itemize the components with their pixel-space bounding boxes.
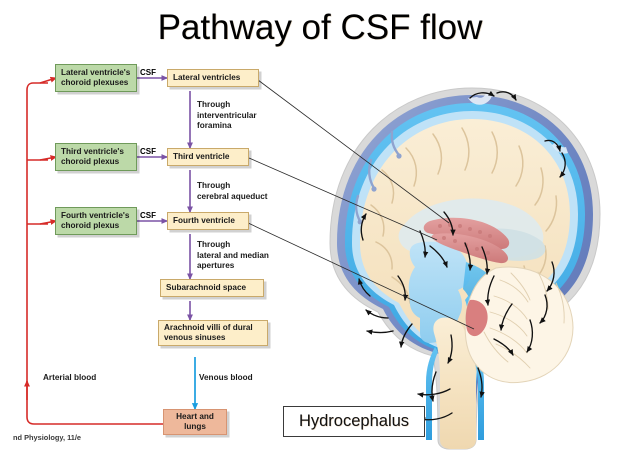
flow-box-label: Fourth ventricle [173, 215, 235, 225]
flow-box-third-ventricle[interactable]: Third ventricle [167, 148, 249, 166]
flow-box-third-choroid[interactable]: Third ventricle's choroid plexus [55, 143, 137, 171]
source-credit: nd Physiology, 11/e [13, 433, 82, 442]
hydrocephalus-label: Hydrocephalus [298, 412, 410, 430]
flow-box-label: Third ventricle's choroid plexus [61, 146, 124, 166]
flow-box-label: Lateral ventricle's choroid plexuses [61, 67, 131, 87]
flow-box-lateral-choroid[interactable]: Lateral ventricle's choroid plexuses [55, 64, 137, 92]
flow-box-label: Lateral ventricles [173, 72, 241, 82]
csf-label-fourth: CSF [140, 211, 156, 220]
venous-blood-label: Venous blood [199, 373, 253, 382]
flow-box-subarachnoid-space[interactable]: Subarachnoid space [160, 279, 264, 297]
flow-box-label: Fourth ventricle's choroid plexus [61, 210, 130, 230]
flow-box-label: Heart and lungs [176, 411, 214, 431]
flow-box-arachnoid-villi[interactable]: Arachnoid villi of dural venous sinuses [158, 320, 268, 346]
page-title: Pathway of CSF flow [157, 8, 483, 47]
flow-box-fourth-ventricle[interactable]: Fourth ventricle [167, 212, 249, 230]
flow-box-lateral-ventricles[interactable]: Lateral ventricles [167, 69, 259, 87]
flow-box-label: Third ventricle [173, 151, 230, 161]
step-label-lateral-median-apertures: Through lateral and median apertures [197, 240, 269, 270]
hydrocephalus-callout[interactable]: Hydrocephalus [283, 406, 425, 437]
csf-label-third: CSF [140, 147, 156, 156]
step-label-interventricular-foramina: Through interventricular foramina [197, 100, 257, 130]
csf-label-lateral: CSF [140, 68, 156, 77]
step-label-cerebral-aqueduct: Through cerebral aqueduct [197, 181, 268, 201]
flow-box-fourth-choroid[interactable]: Fourth ventricle's choroid plexus [55, 207, 137, 235]
flow-box-label: Subarachnoid space [166, 282, 247, 292]
flow-box-heart-lungs[interactable]: Heart and lungs [163, 409, 227, 435]
arterial-blood-label: Arterial blood [43, 373, 97, 382]
flow-box-label: Arachnoid villi of dural venous sinuses [164, 322, 253, 342]
